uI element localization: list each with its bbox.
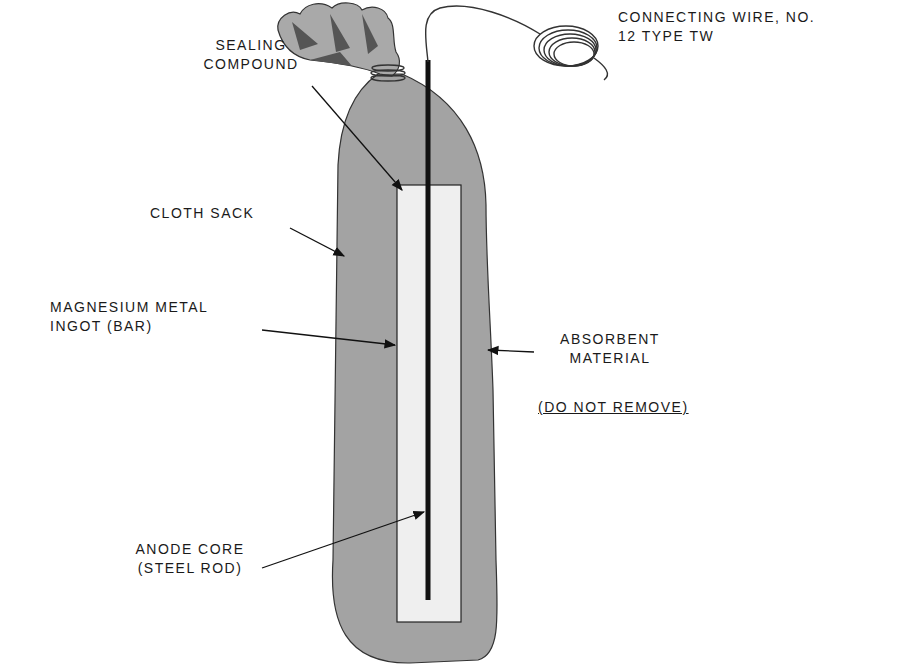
wire-coil bbox=[534, 26, 607, 80]
wire-label: CONNECTING WIRE, NO. 12 TYPE TW bbox=[618, 8, 838, 46]
leader-lines bbox=[262, 86, 534, 568]
core-label: ANODE CORE (STEEL ROD) bbox=[122, 540, 258, 578]
sealing-label: SEALING COMPOUND bbox=[192, 36, 310, 74]
sack-folds bbox=[292, 14, 378, 66]
sack-label: CLOTH SACK bbox=[150, 204, 300, 223]
ingot-label: MAGNESIUM METAL INGOT (BAR) bbox=[50, 298, 255, 336]
steel-rod bbox=[426, 60, 431, 600]
absorbent-label: ABSORBENT MATERIAL bbox=[540, 330, 680, 368]
neck-tie bbox=[371, 65, 405, 81]
warning-note: (DO NOT REMOVE) bbox=[538, 398, 708, 417]
cloth-sack bbox=[332, 74, 497, 663]
connecting-wire bbox=[426, 6, 540, 62]
